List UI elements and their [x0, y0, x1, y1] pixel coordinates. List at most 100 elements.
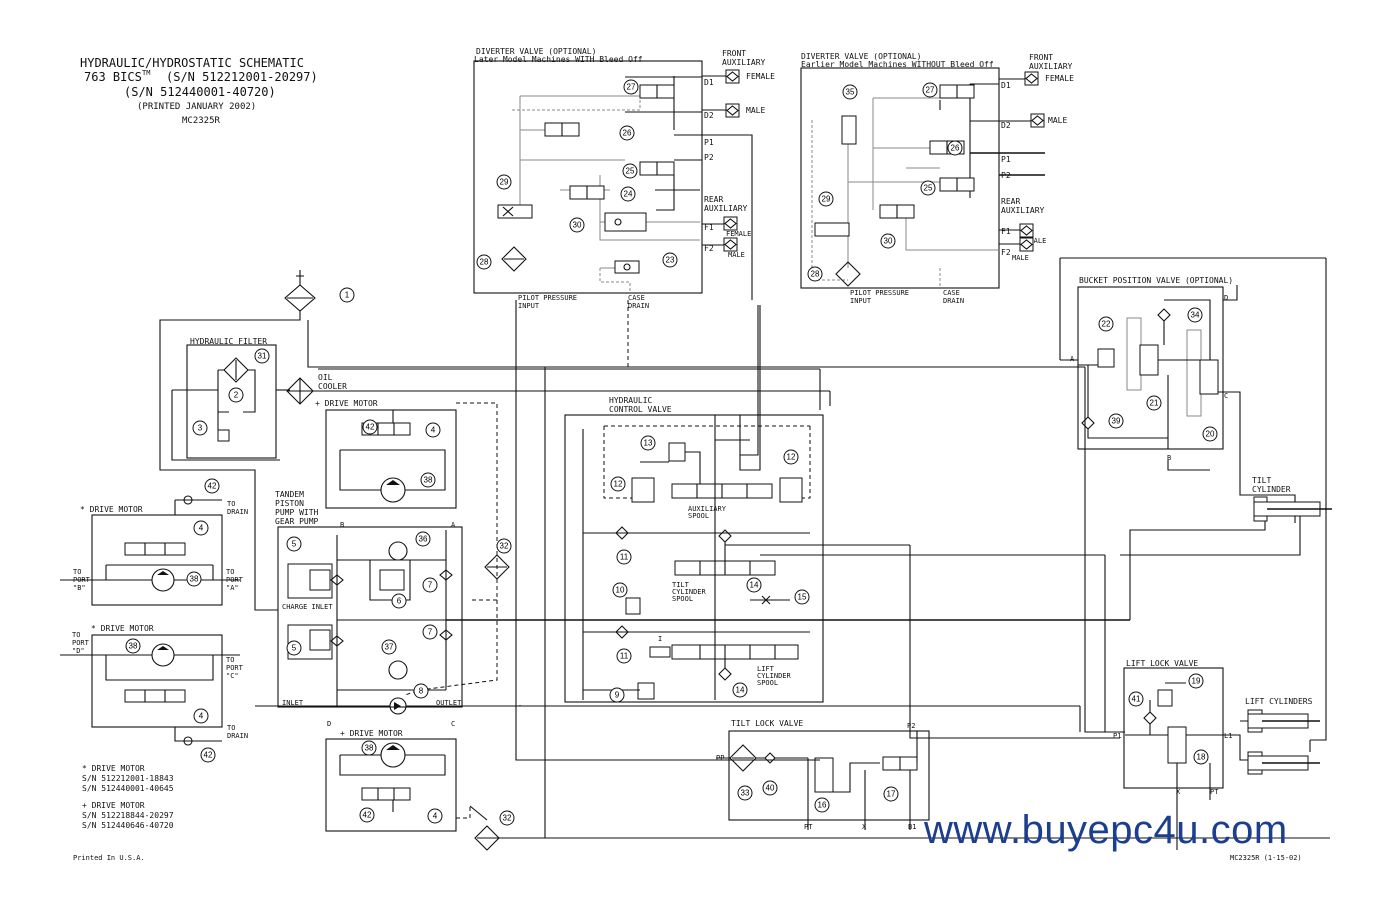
callout-24: 24: [620, 186, 636, 202]
pump-letter-d: D: [327, 720, 331, 728]
front-aux-label-2: AUXILIARY: [722, 58, 766, 67]
diverter-earlier-title: DIVERTER VALVE (OPTIONAL): [801, 52, 921, 61]
valve-21: [1139, 344, 1159, 376]
diverter-earlier-box: [800, 67, 1000, 289]
callout-14: 14: [732, 682, 748, 698]
hydraulic-filter-box: [186, 344, 277, 459]
callout-label: 27: [926, 86, 935, 95]
relief-13: [668, 442, 686, 462]
to-port-c-2: PORT: [226, 664, 244, 672]
front-aux-label-1: FRONT: [722, 49, 746, 58]
callout-13: 13: [640, 435, 656, 451]
drive-motor-star-top: * DRIVE MOTOR TO DRAIN TO PORT "B" TO PO…: [60, 495, 248, 606]
callout-31: 31: [254, 348, 270, 364]
motor-valve-star-bottom: [124, 689, 186, 703]
callout-label: 26: [623, 129, 632, 138]
callout-label: 7: [428, 628, 433, 637]
callout-label: 18: [1197, 753, 1206, 762]
callout-label: 20: [1206, 430, 1215, 439]
callout-label: 28: [811, 270, 820, 279]
callout-3: 3: [192, 420, 208, 436]
callout-41: 41: [1128, 691, 1144, 707]
callout-18: 18: [1193, 749, 1209, 765]
port-p2: P2: [704, 153, 714, 162]
callout-12: 12: [783, 449, 799, 465]
tilt-letter-b1: B1: [908, 823, 916, 831]
callout-label: 5: [292, 540, 297, 549]
lift-letter-l1: L1: [1224, 732, 1232, 740]
motor-valve-42-bottom: [361, 787, 411, 801]
callout-label: 30: [884, 237, 893, 246]
valve-e-35: [841, 115, 857, 145]
hydraulic-filter-group: HYDRAULIC FILTER OIL COOLER: [159, 270, 1085, 611]
callout-label: 3: [198, 424, 203, 433]
callout-label: 23: [666, 256, 675, 265]
callout-label: 13: [644, 439, 653, 448]
port-d1: D1: [704, 78, 714, 87]
legend-star-title: * DRIVE MOTOR: [82, 764, 145, 773]
callout-label: 1: [345, 291, 350, 300]
drive-motor-top-label: + DRIVE MOTOR: [315, 399, 378, 408]
callout-label: 4: [431, 426, 436, 435]
check-24: [604, 212, 647, 232]
callout-17: 17: [883, 786, 899, 802]
callout-label: 11: [620, 652, 629, 661]
callout-27: 27: [623, 79, 639, 95]
callout-42: 42: [359, 807, 375, 823]
callout-label: 9: [615, 691, 620, 700]
filter-element-31: [223, 357, 249, 383]
callout-label: 39: [1112, 417, 1121, 426]
female-label-rear: FEMALE: [726, 230, 751, 238]
port-f1: F1: [704, 223, 714, 232]
oil-cooler-label-2: COOLER: [318, 382, 347, 391]
bucket-letter-c: C: [1224, 392, 1228, 400]
callout-23: 23: [662, 252, 678, 268]
title-line-4: (PRINTED JANUARY 2002): [137, 102, 256, 112]
tilt-cylinder-group: TILT CYLINDER: [909, 476, 1332, 739]
callout-label: 4: [433, 812, 438, 821]
bucket-valve-box: [1077, 286, 1224, 450]
callout-10: 10: [612, 582, 628, 598]
callout-38: 38: [361, 740, 377, 756]
callout-label: 7: [428, 581, 433, 590]
callout-36: 36: [415, 531, 431, 547]
check-40: [764, 752, 776, 764]
diverter-valve-earlier: DIVERTER VALVE (OPTIONAL) Earlier Model …: [800, 52, 1074, 305]
callout-29: 29: [496, 174, 512, 190]
legend-star-sn1: S/N 512212001-18843: [82, 774, 174, 783]
valve-12-right: [779, 477, 803, 503]
tilt-cyl-label-2: CYLINDER: [1252, 485, 1291, 494]
to-drain-top-1: TO: [227, 500, 235, 508]
callout-26: 26: [619, 125, 635, 141]
callout-35: 35: [842, 84, 858, 100]
tandem-label-4: GEAR PUMP: [275, 517, 319, 526]
port-e-d2: D2: [1001, 121, 1011, 130]
diverter-valve-later: DIVERTER VALVE (OPTIONAL) Later Model Ma…: [473, 47, 775, 310]
relief-10: [625, 597, 641, 615]
tilt-letter-p2: P2: [907, 722, 915, 730]
callout-label: 29: [500, 178, 509, 187]
tilt-lock-valve: TILT LOCK VALVE PP P2 PT X B1: [716, 719, 930, 831]
callout-30: 30: [880, 233, 896, 249]
callout-label: 4: [199, 524, 204, 533]
hcv-label-2: CONTROL VALVE: [609, 405, 672, 414]
tandem-label-1: TANDEM: [275, 490, 304, 499]
callout-28: 28: [476, 254, 492, 270]
callout-label: 38: [190, 575, 199, 584]
callout-label: 32: [500, 542, 509, 551]
callout-label: 42: [208, 482, 217, 491]
lift-spool-1: LIFT: [757, 665, 775, 673]
pilot-label-2: INPUT: [518, 302, 540, 310]
valve-6: [379, 569, 405, 591]
callout-33: 33: [737, 785, 753, 801]
pump-letter-b: B: [340, 521, 344, 529]
male-e: MALE: [1048, 116, 1067, 125]
relief-22: [1097, 348, 1115, 368]
tandem-pump: TANDEM PISTON PUMP WITH GEAR PUMP CHARGE…: [255, 490, 1130, 728]
female-e: FEMALE: [1045, 74, 1074, 83]
callout-label: 42: [363, 811, 372, 820]
aux-spool-1: AUXILIARY: [688, 505, 727, 513]
to-port-c-3: "C": [226, 672, 239, 680]
hydraulic-filter-label: HYDRAULIC FILTER: [190, 337, 267, 346]
bucket-letter-b: B: [1167, 454, 1171, 462]
